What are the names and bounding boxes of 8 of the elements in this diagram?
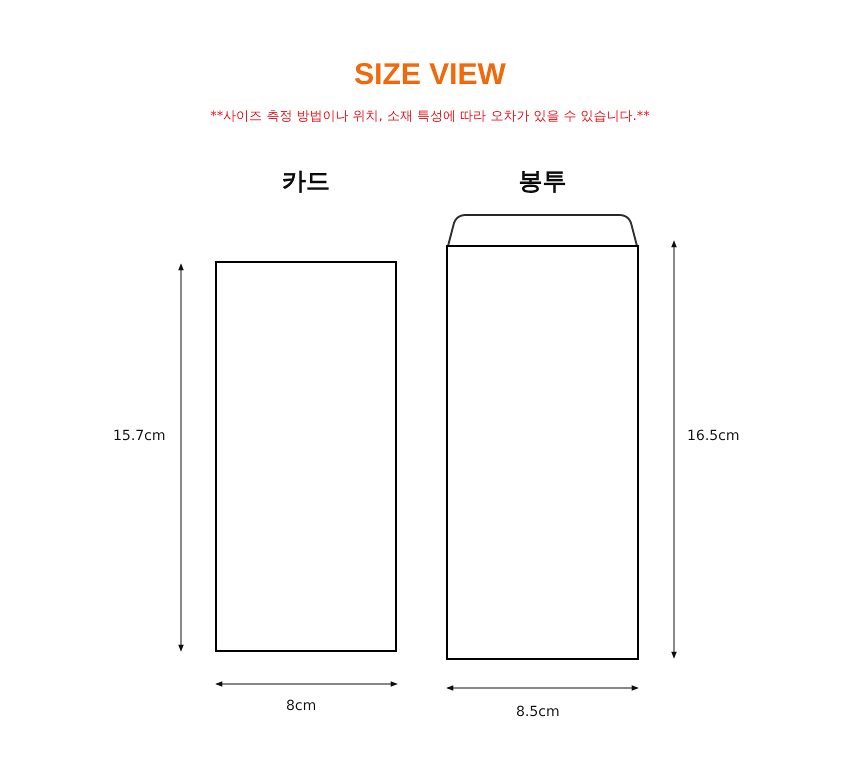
title: SIZE VIEW (353, 58, 507, 92)
note-text: **사이즈 측정 방법이나 위치, 소재 특성에 따라 오차가 있을 수 있습니다.** (209, 108, 651, 125)
dimension-label: 16.5cm (687, 428, 740, 444)
dimension-label: 8cm (286, 698, 316, 714)
heading: 봉투 (518, 166, 568, 197)
dimension-label: 8.5cm (516, 704, 560, 720)
heading: 카드 (281, 166, 331, 197)
dimension-label: 15.7cm (113, 428, 166, 444)
